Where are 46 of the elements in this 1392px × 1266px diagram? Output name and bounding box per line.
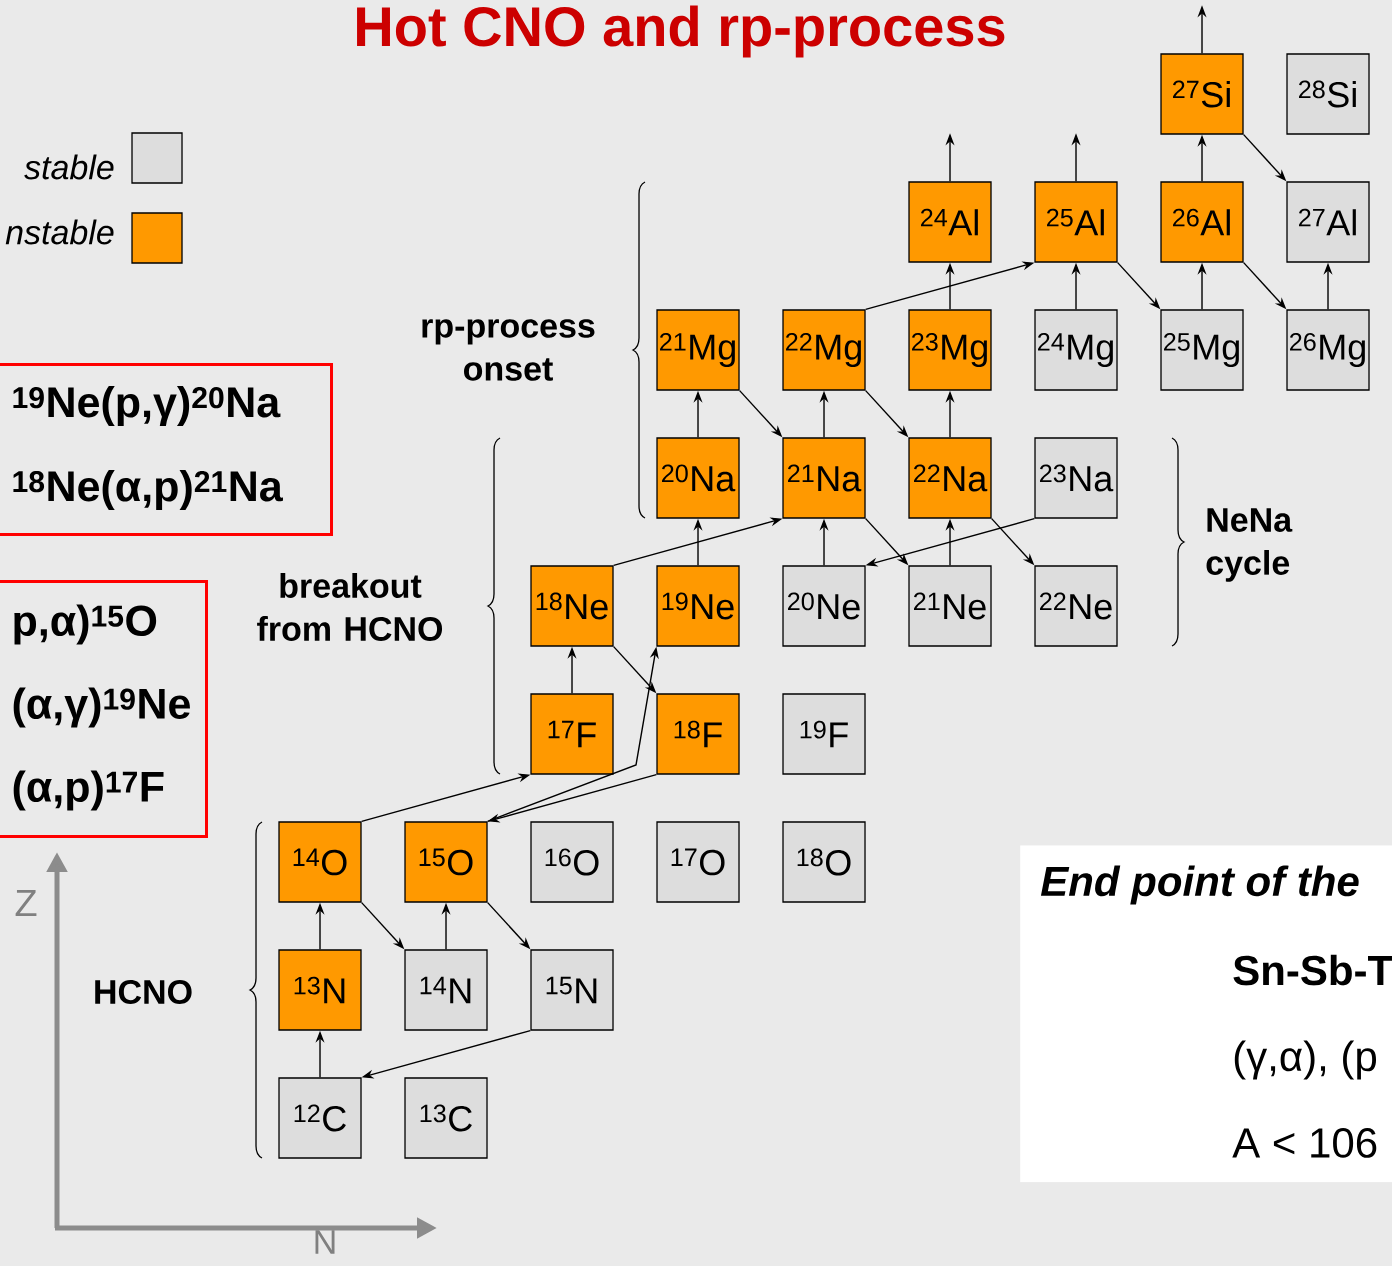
nuclide-box: $^{16}$O: [530, 821, 614, 903]
nuclide-box: $^{26}$Al: [1160, 181, 1244, 263]
nuclide-box: $^{28}$Si: [1286, 53, 1370, 135]
nuclide-box: $^{23}$Mg: [908, 309, 992, 391]
nuclide-box: $^{22}$Mg: [782, 309, 866, 391]
nuclide-box: $^{17}$F: [530, 693, 614, 775]
reaction-box: p,α)$^{15}$O (α,γ)$^{19}$Ne (α,p)$^{17}$F: [0, 580, 208, 838]
nuclide-box: $^{23}$Na: [1034, 437, 1118, 519]
title: Hot CNO and rp-process: [357, 5, 1005, 58]
nuclide-box: $^{14}$O: [278, 821, 362, 903]
nuclide-box: $^{22}$Ne: [1034, 565, 1118, 647]
nuclide-box: $^{13}$N: [278, 949, 362, 1031]
nuclide-box: $^{18}$Ne: [530, 565, 614, 647]
axis-label: N: [315, 1230, 335, 1254]
nuclide-box: $^{26}$Mg: [1286, 309, 1370, 391]
axis-label: Z: [15, 889, 37, 917]
nuclide-box: $^{25}$Al: [1034, 181, 1118, 263]
nuclide-box: $^{19}$F: [782, 693, 866, 775]
nuclide-box: $^{15}$O: [404, 821, 488, 903]
reaction-box: $^{19}$Ne(p,γ)$^{20}$Na $^{18}$Ne(α,p)$^{21}$Na: [0, 363, 333, 536]
brace-label: HCNO: [95, 979, 192, 1004]
nuclide-box: $^{25}$Mg: [1160, 309, 1244, 391]
nuclide-box: $^{21}$Ne: [908, 565, 992, 647]
nuclide-box: $^{15}$N: [530, 949, 614, 1031]
nuclide-box: $^{18}$F: [656, 693, 740, 775]
nuclide-box: $^{21}$Mg: [656, 309, 740, 391]
nuclide-box: $^{24}$Mg: [1034, 309, 1118, 391]
nuclide-box: $^{17}$O: [656, 821, 740, 903]
nuclide-box: $^{27}$Al: [1286, 181, 1370, 263]
nuclide-box: $^{22}$Na: [908, 437, 992, 519]
legend-label: nstable: [5, 219, 114, 245]
nuclide-box: $^{21}$Na: [782, 437, 866, 519]
note-box: End point of the Sn-Sb-T (γ,α), (p A < 106: [1020, 845, 1392, 1183]
nuclide-box: $^{20}$Na: [656, 437, 740, 519]
nuclide-box: $^{24}$Al: [908, 181, 992, 263]
nuclide-box: $^{19}$Ne: [656, 565, 740, 647]
brace-label: NeNa cycle: [1206, 508, 1293, 582]
nuclide-box: $^{20}$Ne: [782, 565, 866, 647]
nuclide-box: $^{14}$N: [404, 949, 488, 1031]
brace-label: rp-process onset: [422, 319, 595, 381]
nuclide-box: $^{27}$Si: [1160, 53, 1244, 135]
nuclide-box: $^{18}$O: [782, 821, 866, 903]
legend-label: stable: [24, 154, 114, 180]
brace-label: breakout from HCNO: [257, 573, 443, 641]
nuclide-box: $^{12}$C: [278, 1077, 362, 1159]
nuclide-box: $^{13}$C: [404, 1077, 488, 1159]
